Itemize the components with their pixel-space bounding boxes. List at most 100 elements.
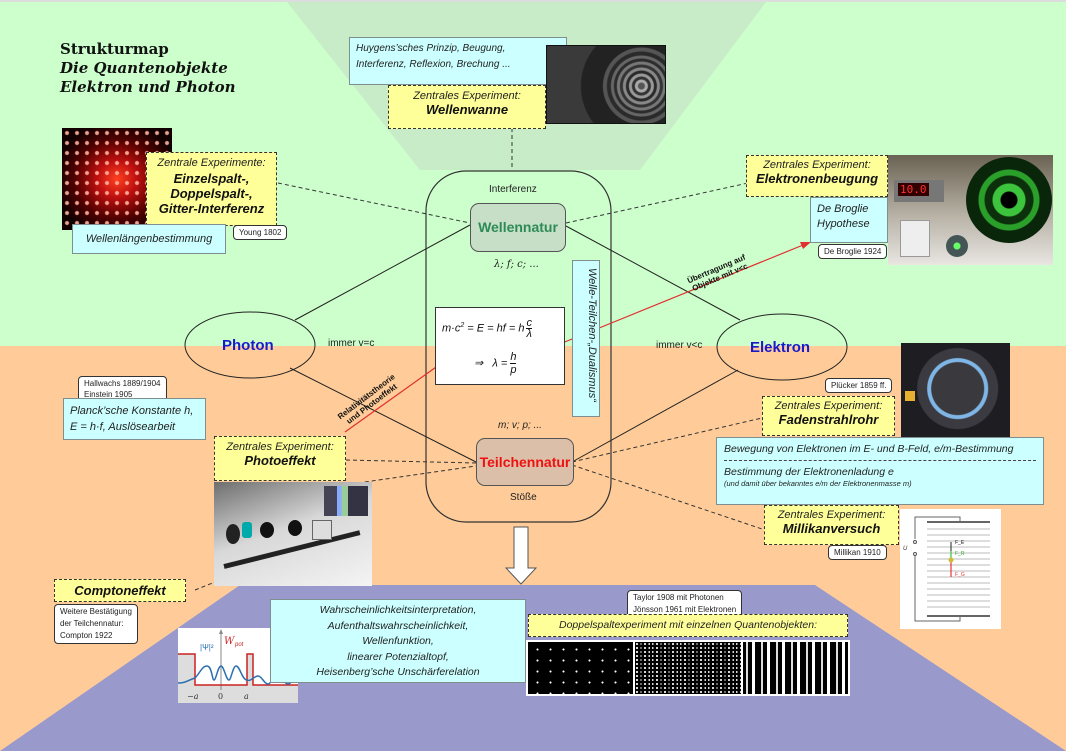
tag-line-1: Hallwachs 1889/1904 (84, 379, 161, 388)
concept-item: Heisenberg’sche Unschärferelation (316, 666, 480, 678)
photon-speed: immer v=c (328, 338, 375, 349)
red-arrowhead-electron (800, 242, 811, 249)
experiment-line-3: Gitter-Interferenz (158, 201, 265, 216)
young-tag: Young 1802 (233, 225, 288, 240)
down-arrow-icon (504, 526, 538, 585)
kv-display-value: 10.0 (898, 183, 929, 196)
voltage-label: U (903, 546, 908, 552)
experiment-caption: Zentrale Experimente: (157, 157, 266, 169)
dash-photoeffekt (345, 459, 477, 464)
photoeffect-apparatus-photo (214, 482, 372, 586)
info-line-3: (und damit über bekanntes e/m der Elektr… (724, 479, 912, 488)
tag-line-1: Weitere Bestätigung (60, 607, 132, 616)
line-electron-wave (565, 225, 741, 321)
line-photon-particle (289, 367, 479, 464)
dualism-label: Welle-Teilchen-„Dualismus“ (586, 268, 598, 402)
de-broglie-info-box: De Broglie Hypothese (810, 197, 888, 243)
photon-ellipse (184, 311, 316, 379)
tube (946, 235, 968, 257)
dash-electron-diffraction (565, 182, 749, 224)
wave-quantities: λ; f; c; ... (494, 259, 539, 270)
dash-millikan (571, 464, 766, 531)
wave-concepts-line-2: Interferenz, Reflexion, Brechung ... (356, 59, 511, 70)
info-line-1: Planck’sche Konstante h, (70, 405, 194, 417)
photon-label[interactable]: Photon (222, 337, 274, 354)
wave-nature-node[interactable]: Wellennatur (470, 203, 566, 252)
dash-compton (343, 465, 477, 486)
dash-interference-exp (277, 182, 471, 224)
electron-info-box: Bewegung von Elektronen im E- und B-Feld… (716, 437, 1044, 505)
experiment-name: Elektronenbeugung (755, 171, 879, 186)
double-slit-image-many (742, 642, 848, 694)
experiment-caption: Zentrales Experiment: (774, 400, 883, 412)
page-title: Strukturmap Die Quantenobjekte Elektron … (60, 40, 236, 97)
experiment-caption: Zentrales Experiment: (777, 509, 886, 521)
line-electron-particle (571, 369, 739, 463)
tag-line-1: Taylor 1908 mit Photonen (633, 593, 724, 602)
info-line-1: De Broglie (817, 203, 869, 215)
particle-quantities: m; v; p; ... (498, 420, 542, 431)
fg-label: F_G (955, 572, 965, 578)
millikan-tag: Millikan 1910 (828, 545, 887, 560)
experiment-name: Photoeffekt (244, 453, 316, 468)
experiment-name: Fadenstrahlrohr (778, 412, 879, 427)
title-line-3: Elektron und Photon (60, 78, 236, 96)
power-supply (900, 220, 930, 257)
tag-line-2: Jönsson 1961 mit Elektronen (633, 605, 737, 614)
a-label: a (244, 692, 249, 701)
hallwachs-einstein-tag: Hallwachs 1889/1904 Einstein 1905 (78, 376, 167, 402)
fine-beam-tube-photo (901, 343, 1010, 438)
title-line-2: Die Quantenobjekte (60, 59, 228, 77)
tag-line-2: der Teilchennatur: (60, 619, 124, 628)
center-frame (425, 170, 612, 523)
millikan-experiment-box: Zentrales Experiment: Millikanversuch (764, 505, 899, 545)
compton-experiment-box: Comptoneffekt (54, 579, 186, 602)
concept-item: Aufenthaltswahrscheinlichkeit, (327, 619, 469, 632)
top-border (0, 0, 1066, 2)
concept-item: Wellenfunktion, (362, 635, 434, 647)
plucker-tag: Plücker 1859 ff. (825, 378, 893, 393)
electron-label[interactable]: Elektron (750, 339, 811, 356)
title-line-1: Strukturmap (60, 40, 169, 58)
double-slit-tag: Taylor 1908 mit Photonen Jönsson 1961 mi… (627, 590, 743, 618)
millikan-diagram: U F_E F_R F_G (900, 509, 1001, 629)
interference-label: Interferenz (489, 184, 537, 195)
info-line-1: Bewegung von Elektronen im E- und B-Feld… (724, 443, 1014, 455)
electron-diffraction-experiment-box: Zentrales Experiment: Elektronenbeugung (746, 155, 888, 197)
concept-item: Wahrscheinlichkeitsinterpretation, (319, 604, 477, 616)
tag-line-3: Compton 1922 (60, 631, 113, 640)
wpot-sub-label: pot (234, 642, 244, 648)
de-broglie-tag: De Broglie 1924 (818, 244, 888, 259)
zero-label: 0 (218, 692, 223, 701)
fe-label: F_E (955, 540, 965, 546)
info-line-2: Hypothese (817, 218, 870, 230)
line-photon-wave (294, 224, 471, 321)
experiment-caption: Zentrales Experiment: (413, 90, 521, 102)
experiment-line-2: Doppelspalt-, (170, 186, 253, 201)
wave-concepts-line-1: Huygens’sches Prinzip, Beugung, (356, 43, 506, 54)
planck-info-box: Planck’sche Konstante h, E = h·f, Auslös… (63, 398, 206, 440)
double-slit-images (526, 640, 850, 696)
electron-ellipse (716, 313, 848, 381)
minus-a-label: −a (187, 692, 199, 701)
double-slit-title-box: Doppelspaltexperiment mit einzelnen Quan… (528, 614, 848, 637)
kv-display: 10.0 (894, 180, 944, 202)
wavelength-info-box: Wellenlängenbestimmung (72, 224, 226, 254)
dualism-box (572, 260, 600, 417)
wave-concepts-box: Huygens’sches Prinzip, Beugung, Interfer… (349, 37, 567, 85)
double-slit-image-few (528, 642, 634, 694)
particle-nature-node[interactable]: Teilchennatur (476, 438, 574, 486)
fine-beam-tube-experiment-box: Zentrales Experiment: Fadenstrahlrohr (762, 396, 895, 436)
quantum-concepts-box: Wahrscheinlichkeitsinterpretation, Aufen… (270, 599, 526, 683)
experiment-line-1: Einzelspalt-, (173, 171, 250, 186)
compton-tag: Weitere Bestätigung der Teilchennatur: C… (54, 604, 138, 644)
wpot-label: W (224, 636, 235, 647)
interference-experiment-box: Zentrale Experimente: Einzelspalt-, Dopp… (146, 152, 277, 226)
photoeffect-experiment-box: Zentrales Experiment: Photoeffekt (214, 436, 346, 481)
wellenwanne-experiment-box: Zentrales Experiment: Wellenwanne (388, 85, 546, 129)
electron-diffraction-photo: 10.0 (888, 155, 1053, 265)
experiment-name: Millikanversuch (782, 521, 881, 536)
